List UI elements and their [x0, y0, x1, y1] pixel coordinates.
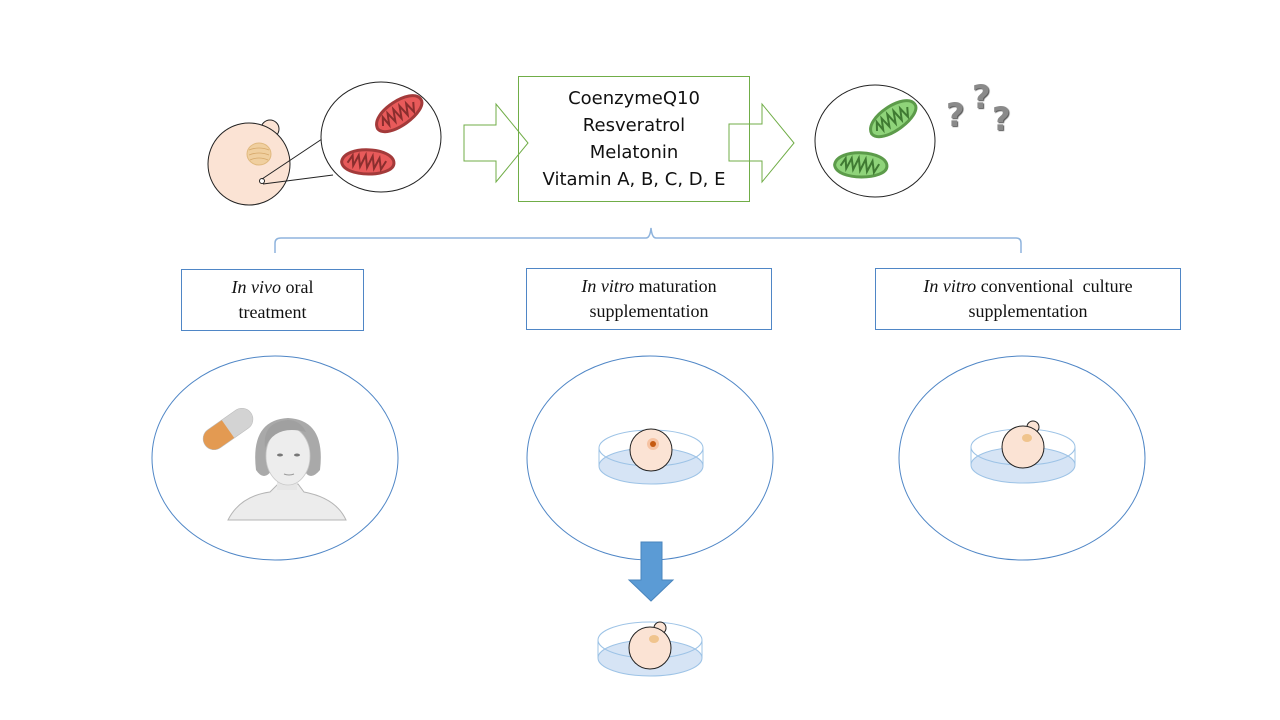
bracket: [274, 227, 1022, 253]
question-marks: ? ? ?: [946, 78, 1026, 148]
capsule-icon: [202, 407, 254, 451]
label-in-vitro-maturation: In vitro maturation supplementation: [526, 268, 772, 330]
label-text: supplementation: [589, 301, 709, 321]
compound-item: Vitamin A, B, C, D, E: [542, 169, 726, 190]
question-mark-icon: ?: [992, 100, 1011, 138]
woman-icon: [227, 418, 347, 521]
label-text: treatment: [238, 302, 307, 322]
compound-item: Melatonin: [589, 142, 679, 163]
label-text: oral: [281, 277, 314, 297]
oocyte-icon: [207, 119, 334, 206]
label-in-vivo-oral: In vivo oral treatment: [181, 269, 364, 331]
label-text: supplementation: [968, 301, 1088, 321]
label-italic: In vitro: [581, 276, 635, 296]
petri-dish-icon: [597, 621, 703, 677]
zoom-circle-damaged: [320, 81, 442, 193]
petri-dish-icon: [970, 420, 1076, 484]
question-mark-icon: ?: [946, 96, 965, 134]
question-mark-icon: ?: [972, 78, 991, 116]
label-italic: In vivo: [231, 277, 281, 297]
petri-dish-icon: [598, 428, 704, 485]
compound-item: Resveratrol: [582, 115, 686, 136]
label-italic: In vitro: [923, 276, 977, 296]
label-text: conventional culture: [976, 276, 1133, 296]
label-in-vitro-conventional: In vitro conventional culture supplement…: [875, 268, 1181, 330]
compound-list-box: CoenzymeQ10 Resveratrol Melatonin Vitami…: [518, 76, 750, 202]
right-arrow-icon: [728, 102, 795, 184]
compound-item: CoenzymeQ10: [568, 88, 700, 109]
healthy-mitochondria-circle: [814, 84, 936, 198]
down-arrow-icon: [627, 541, 675, 602]
label-text: maturation: [634, 276, 717, 296]
right-arrow-icon: [463, 102, 529, 184]
